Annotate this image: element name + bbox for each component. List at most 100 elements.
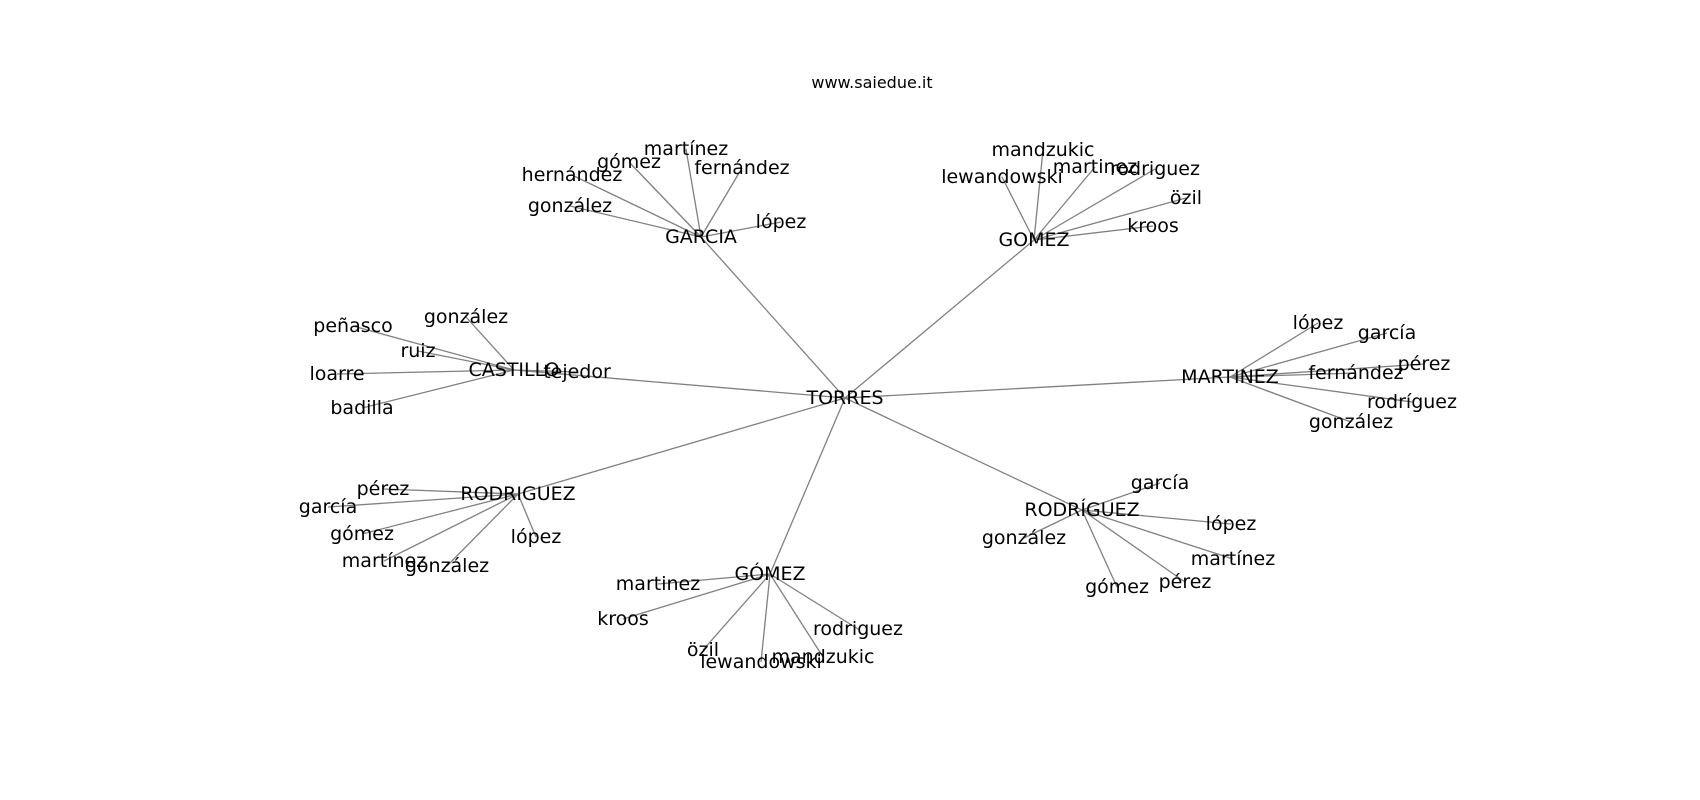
edge-martinez-4 <box>1229 376 1413 403</box>
edge-root-rodriguez-right <box>844 397 1083 511</box>
edge-root-gomez-bottom <box>769 397 846 575</box>
edge-rodriguez-right-5 <box>1081 509 1118 588</box>
edge-gomez-top-4 <box>1033 197 1187 241</box>
edge-gomez-top-5 <box>1033 225 1154 241</box>
leaf-node-martinez-0: lópez <box>1293 312 1344 334</box>
leaf-node-rodriguez-right-4: pérez <box>1159 571 1212 593</box>
leaf-node-martinez-3: pérez <box>1398 353 1451 375</box>
leaf-node-castillo-0: peñasco <box>313 315 392 337</box>
edge-rodriguez-left-5 <box>517 493 537 538</box>
group-node-martinez: MARTINEZ <box>1181 366 1279 388</box>
leaf-node-rodriguez-left-5: lópez <box>511 526 562 548</box>
edge-martinez-0 <box>1229 322 1319 378</box>
diagram-title: www.saiedue.it <box>811 73 932 92</box>
group-node-castillo: CASTILLO <box>469 359 560 381</box>
edge-rodriguez-left-2 <box>361 493 519 535</box>
edge-castillo-3 <box>336 369 515 375</box>
edge-gomez-bottom-2 <box>769 573 859 630</box>
edge-gomez-top-3 <box>1033 168 1156 241</box>
leaf-node-garcia-0: hernández <box>522 164 623 186</box>
root-node-label: TORRES <box>805 387 883 409</box>
edge-martinez-3 <box>1229 363 1425 378</box>
leaf-node-rodriguez-left-2: gómez <box>330 523 394 545</box>
leaf-node-martinez-4: rodríguez <box>1367 391 1457 413</box>
leaf-node-gomez-bottom-4: lewandowski <box>700 651 822 673</box>
leaf-node-gomez-top-1: lewandowski <box>941 166 1063 188</box>
edge-garcia-0 <box>571 174 702 238</box>
leaf-node-gomez-bottom-1: kroos <box>597 608 649 630</box>
leaf-node-rodriguez-right-0: garcía <box>1131 472 1189 494</box>
edge-root-gomez-top <box>844 239 1035 399</box>
leaf-node-rodriguez-left-4: gonzález <box>405 555 489 577</box>
edge-rodriguez-right-4 <box>1081 509 1186 583</box>
leaf-node-gomez-top-4: özil <box>1170 187 1202 209</box>
edge-gomez-top-2 <box>1033 166 1096 241</box>
edge-gomez-bottom-0 <box>657 573 771 585</box>
leaf-node-castillo-5: badilla <box>330 397 393 419</box>
edge-castillo-5 <box>361 369 515 409</box>
leaf-node-garcia-5: lópez <box>756 211 807 233</box>
leaf-node-gomez-top-5: kroos <box>1127 215 1179 237</box>
leaf-node-garcia-3: fernández <box>694 157 789 179</box>
leaf-node-rodriguez-right-2: gonzález <box>982 527 1066 549</box>
edge-gomez-bottom-4 <box>760 573 771 663</box>
edge-rodriguez-left-4 <box>446 493 519 567</box>
leaf-node-gomez-bottom-5: mandzukic <box>772 646 875 668</box>
edge-martinez-2 <box>1229 372 1357 378</box>
edge-castillo-2 <box>417 350 515 371</box>
leaf-node-gomez-bottom-2: rodriguez <box>813 618 903 640</box>
leaf-node-martinez-2: fernández <box>1308 362 1403 384</box>
edge-root-garcia <box>700 236 846 399</box>
group-node-gomez-bottom: GÓMEZ <box>734 561 805 585</box>
group-node-gomez-top: GOMEZ <box>998 229 1069 251</box>
edge-gomez-bottom-1 <box>622 573 771 620</box>
node-labels: TORRESGARCIAhernándezgómezmartínezfernán… <box>299 138 1457 673</box>
group-node-rodriguez-left: RODRIGUEZ <box>460 483 575 505</box>
edge-garcia-2 <box>685 148 702 238</box>
edge-martinez-1 <box>1229 332 1388 378</box>
leaf-node-castillo-1: gonzález <box>424 306 508 328</box>
edge-castillo-1 <box>465 316 515 371</box>
leaf-node-castillo-4: tejedor <box>543 361 611 383</box>
edges <box>327 148 1425 663</box>
edge-gomez-bottom-5 <box>769 573 824 658</box>
leaf-node-gomez-top-2: martinez <box>1053 156 1137 178</box>
leaf-node-garcia-2: martínez <box>644 138 728 160</box>
edge-castillo-4 <box>513 369 578 373</box>
leaf-node-garcia-1: gómez <box>597 151 661 173</box>
edge-garcia-3 <box>700 167 743 238</box>
edge-rodriguez-right-0 <box>1081 482 1161 511</box>
group-node-rodriguez-right: RODRÍGUEZ <box>1024 498 1139 521</box>
edge-garcia-4 <box>569 205 702 238</box>
leaf-node-rodriguez-right-3: martínez <box>1191 548 1275 570</box>
leaf-node-garcia-4: gonzález <box>528 195 612 217</box>
leaf-node-rodriguez-left-0: pérez <box>357 478 410 500</box>
edge-root-rodriguez-left <box>517 397 846 495</box>
leaf-node-gomez-top-0: mandzukic <box>992 139 1095 161</box>
edge-rodriguez-right-2 <box>1023 509 1083 539</box>
edge-rodriguez-right-3 <box>1081 509 1234 560</box>
edge-garcia-5 <box>700 221 782 238</box>
leaf-node-rodriguez-left-3: martínez <box>342 550 426 572</box>
leaf-node-rodriguez-left-1: garcía <box>299 496 357 518</box>
edge-martinez-5 <box>1229 376 1352 423</box>
edge-garcia-1 <box>628 161 702 238</box>
edge-gomez-bottom-3 <box>702 573 771 651</box>
edge-rodriguez-right-1 <box>1081 509 1232 525</box>
edge-gomez-top-0 <box>1033 149 1044 241</box>
leaf-node-castillo-3: loarre <box>309 363 364 385</box>
edge-gomez-top-1 <box>1001 176 1035 241</box>
edge-root-castillo <box>513 369 846 399</box>
leaf-node-martinez-1: garcía <box>1358 322 1416 344</box>
edge-castillo-0 <box>352 325 515 371</box>
leaf-node-gomez-top-3: rodriguez <box>1110 158 1200 180</box>
edge-rodriguez-left-3 <box>383 493 519 562</box>
leaf-node-rodriguez-right-5: gómez <box>1085 576 1149 598</box>
edge-root-martinez <box>844 376 1231 399</box>
edge-rodriguez-left-1 <box>327 493 519 508</box>
group-node-garcia: GARCIA <box>665 226 737 248</box>
leaf-node-martinez-5: gonzález <box>1309 411 1393 433</box>
leaf-node-gomez-bottom-0: martinez <box>616 573 700 595</box>
leaf-node-gomez-bottom-3: özil <box>687 639 719 661</box>
edge-rodriguez-left-0 <box>382 488 519 495</box>
